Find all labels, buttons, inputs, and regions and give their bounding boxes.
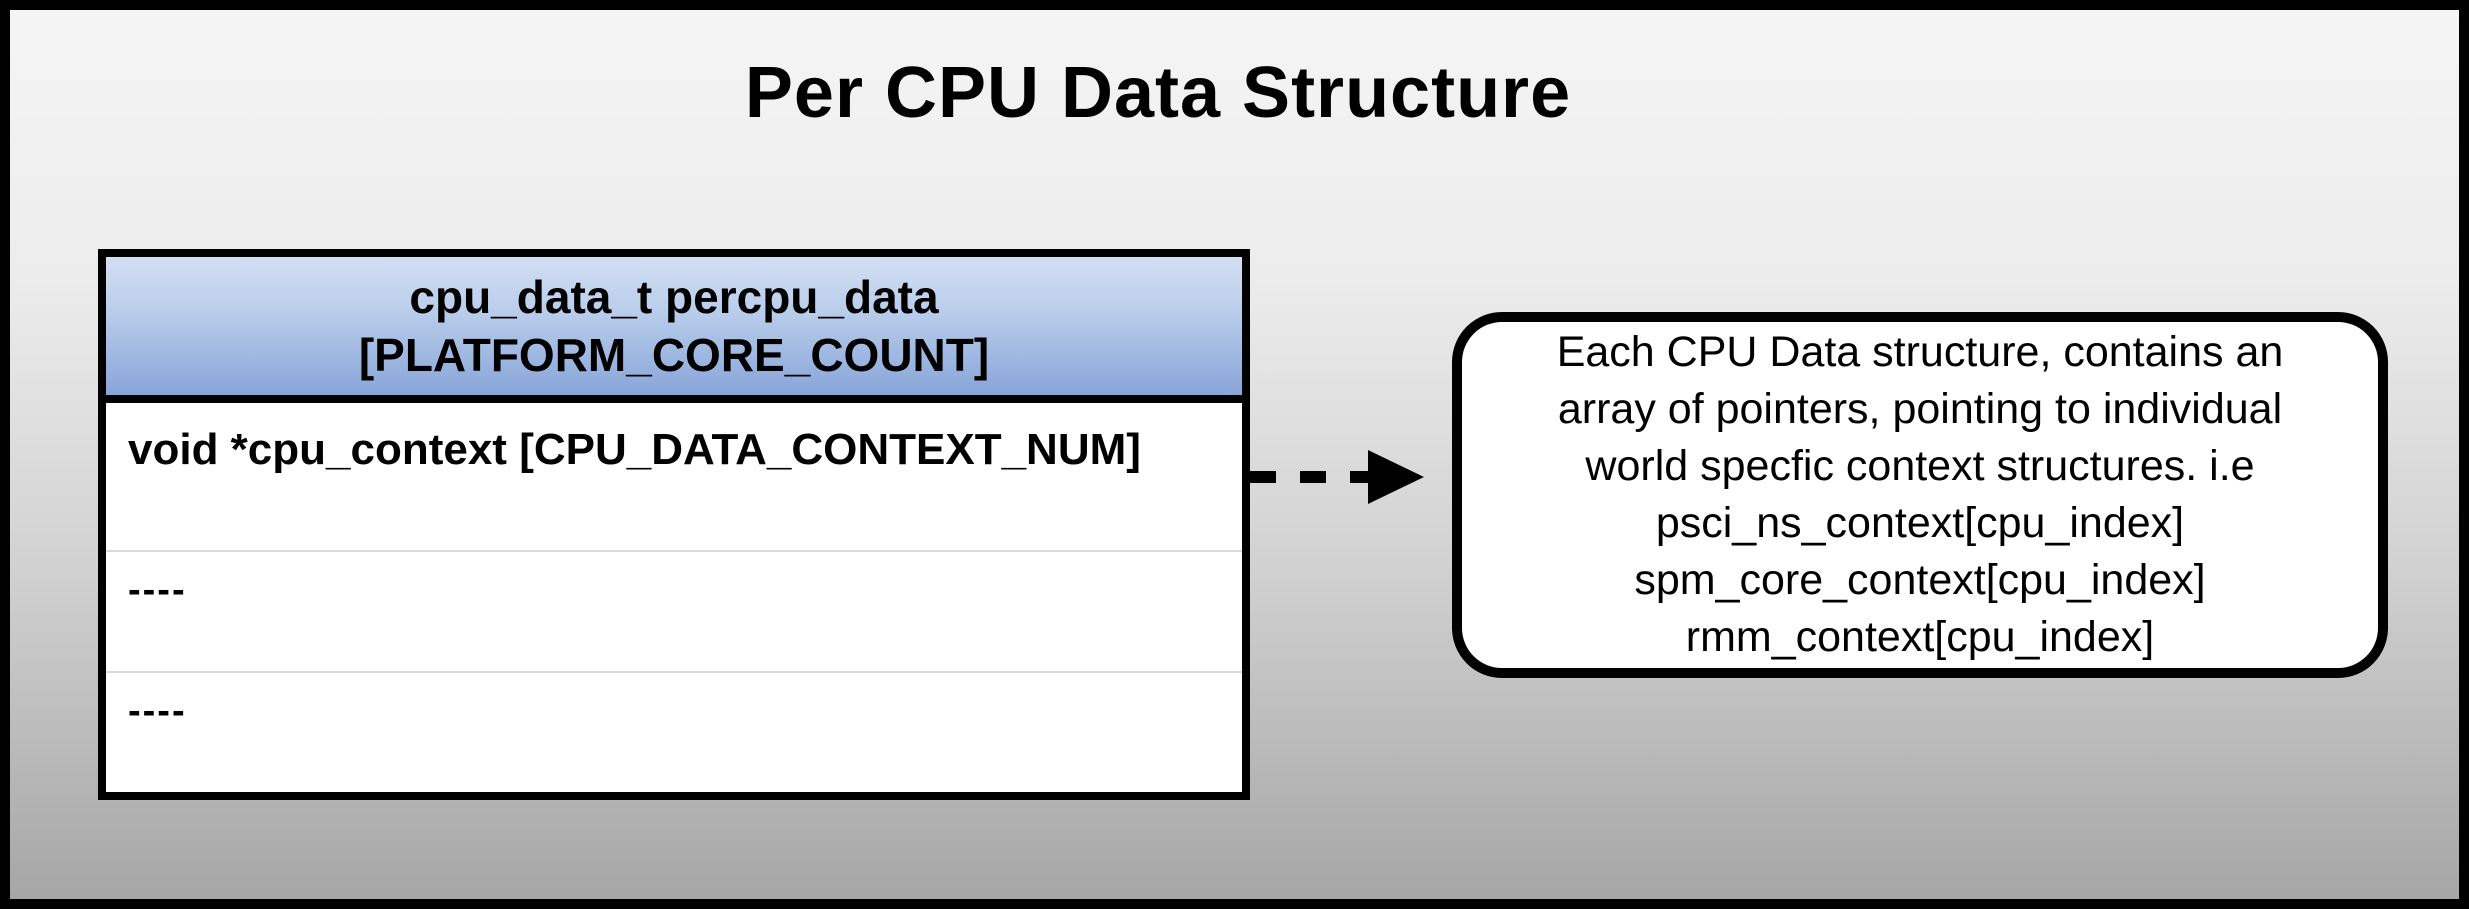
- table-header: cpu_data_t percpu_data [PLATFORM_CORE_CO…: [106, 257, 1242, 403]
- dashed-connector-line: [1250, 471, 1380, 483]
- table-row-text: ----: [128, 690, 187, 732]
- table-row-text: ----: [128, 569, 187, 611]
- table-row-placeholder-1: ----: [106, 552, 1242, 673]
- table-row-placeholder-2: ----: [106, 673, 1242, 792]
- table-header-line-1: cpu_data_t percpu_data: [409, 271, 939, 323]
- callout-line-2: array of pointers, pointing to individua…: [1557, 385, 2283, 433]
- table-row-cpu-context: void *cpu_context [CPU_DATA_CONTEXT_NUM]: [106, 403, 1242, 552]
- callout-line-5: spm_core_context[cpu_index]: [1634, 556, 2206, 604]
- cpu-data-table: cpu_data_t percpu_data [PLATFORM_CORE_CO…: [98, 249, 1250, 800]
- callout-line-3: world specfic context structures. i.e: [1585, 442, 2255, 490]
- arrowhead-icon: [1368, 450, 1424, 504]
- callout-line-1: Each CPU Data structure, contains an: [1556, 328, 2284, 376]
- annotation-callout: Each CPU Data structure, contains an arr…: [1452, 312, 2388, 678]
- table-row-text: void *cpu_context [CPU_DATA_CONTEXT_NUM]: [128, 425, 1141, 474]
- callout-line-6: rmm_context[cpu_index]: [1685, 613, 2155, 661]
- callout-line-4: psci_ns_context[cpu_index]: [1655, 499, 2185, 547]
- page-title: Per CPU Data Structure: [744, 53, 1572, 133]
- table-header-line-2: [PLATFORM_CORE_COUNT]: [358, 329, 990, 381]
